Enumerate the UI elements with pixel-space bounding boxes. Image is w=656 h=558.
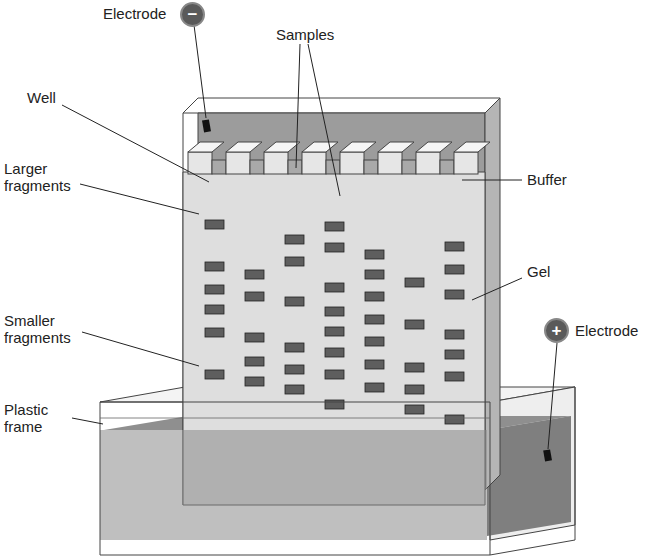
gel-tooth-top	[302, 142, 338, 152]
dna-band	[325, 370, 344, 379]
dna-band	[445, 330, 464, 339]
dna-band	[405, 363, 424, 372]
gel-tooth-top	[226, 142, 262, 152]
polarity-sign: +	[552, 322, 562, 339]
dna-band	[445, 350, 464, 359]
gel-tooth-top	[378, 142, 414, 152]
dna-band	[365, 315, 384, 324]
dna-band	[365, 360, 384, 369]
dna-band	[205, 305, 224, 314]
dna-band	[325, 283, 344, 292]
gel-label: Gel	[527, 263, 550, 280]
dna-band	[405, 405, 424, 414]
dna-band	[285, 343, 304, 352]
gel-tooth	[226, 152, 250, 174]
plastic-frame-label: Plastic frame	[4, 401, 70, 435]
dna-band	[205, 262, 224, 271]
dna-band	[365, 292, 384, 301]
gel-tooth	[188, 152, 212, 174]
smaller-fragments-label: Smaller fragments	[4, 312, 84, 346]
gel-tooth	[340, 152, 364, 174]
dna-band	[325, 327, 344, 336]
polarity-sign: −	[188, 6, 198, 23]
dna-band	[445, 290, 464, 299]
electrode-label: Electrode	[575, 322, 638, 339]
upper-chamber-side	[485, 98, 500, 490]
gel-tooth-top	[416, 142, 452, 152]
dna-band	[445, 372, 464, 381]
dna-band	[245, 270, 264, 279]
dna-band	[325, 307, 344, 316]
dna-band	[405, 278, 424, 287]
dna-band	[405, 320, 424, 329]
gel-tooth	[454, 152, 478, 174]
dna-band	[365, 337, 384, 346]
dna-band	[205, 285, 224, 294]
sample-well	[288, 160, 302, 174]
polarity-symbol: +	[544, 318, 569, 343]
plastic-frame-front	[100, 402, 490, 555]
leader-lines	[62, 25, 557, 449]
lower-buffer-front	[100, 430, 487, 540]
gel-tooth	[302, 152, 326, 174]
dna-band	[205, 220, 224, 229]
larger-fragments-label: Larger fragments	[4, 160, 84, 194]
dna-band	[245, 357, 264, 366]
cathode-plate	[202, 119, 211, 132]
buffer-label: Buffer	[527, 171, 567, 188]
dna-band	[365, 250, 384, 259]
dna-band	[405, 385, 424, 394]
dna-band	[365, 270, 384, 279]
samples-label: Samples	[276, 26, 334, 43]
dna-band	[245, 377, 264, 386]
gel-tooth-top	[264, 142, 300, 152]
sample-well	[212, 160, 226, 174]
dna-band	[325, 348, 344, 357]
gel-tooth	[264, 152, 288, 174]
anode-plate	[543, 449, 552, 461]
well-label: Well	[27, 89, 56, 106]
dna-band	[285, 257, 304, 266]
dna-band	[245, 292, 264, 301]
sample-well	[250, 160, 264, 174]
dna-band	[445, 242, 464, 251]
gel-tooth-top	[340, 142, 376, 152]
dna-band	[205, 328, 224, 337]
dna-band	[285, 235, 304, 244]
gel-tooth	[416, 152, 440, 174]
dna-band	[365, 383, 384, 392]
polarity-symbol: −	[180, 2, 205, 27]
dna-band	[205, 370, 224, 379]
dna-band	[245, 333, 264, 342]
dna-band	[445, 265, 464, 274]
sample-well	[402, 160, 416, 174]
gel-tooth-top	[188, 142, 224, 152]
dna-band	[285, 385, 304, 394]
dna-band	[325, 400, 344, 409]
dna-band	[325, 243, 344, 252]
upper-chamber-rim	[183, 98, 500, 113]
gel-tooth-top	[454, 142, 490, 152]
dna-band	[285, 297, 304, 306]
dna-band	[325, 222, 344, 231]
dna-band	[285, 365, 304, 374]
gel-tooth	[378, 152, 402, 174]
dna-band	[445, 415, 464, 424]
electrode-label: Electrode	[103, 5, 166, 22]
sample-well	[440, 160, 454, 174]
sample-well	[364, 160, 378, 174]
